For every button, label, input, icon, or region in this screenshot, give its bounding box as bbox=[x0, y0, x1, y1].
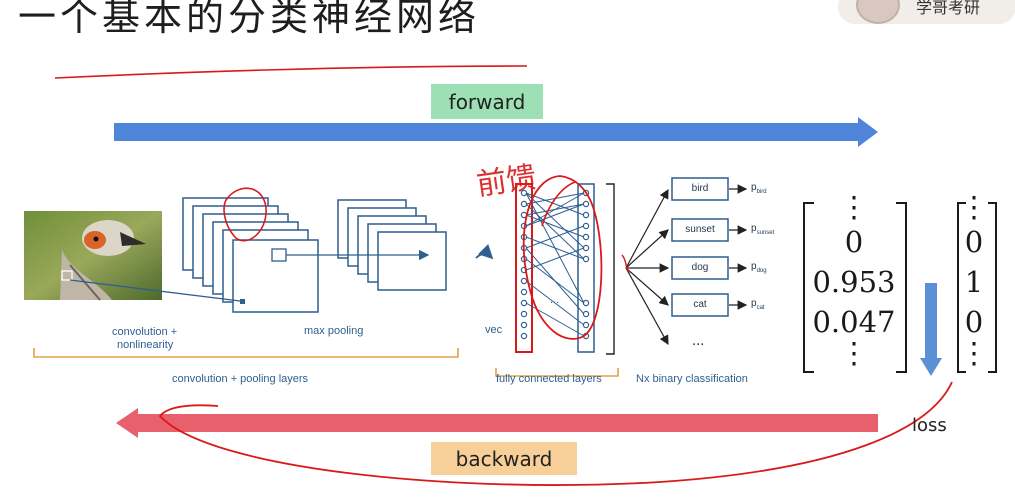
fc-bracket bbox=[495, 368, 619, 377]
conv-pool-bracket bbox=[33, 348, 459, 358]
pool-label: max pooling bbox=[304, 325, 364, 337]
fc-ellipsis: ... bbox=[550, 294, 560, 306]
fc-caption: fully connected layers bbox=[496, 373, 602, 385]
bird-image bbox=[24, 211, 162, 301]
image-to-conv-line bbox=[69, 279, 241, 302]
prob-arrows bbox=[729, 184, 748, 310]
title-underline-stroke bbox=[54, 65, 528, 79]
fc-connections bbox=[525, 192, 585, 337]
ink-backprop-curve bbox=[158, 381, 953, 486]
binary-caption: Nx binary classification bbox=[636, 373, 748, 385]
class-arrows bbox=[625, 188, 670, 346]
vec-arrow bbox=[475, 244, 494, 260]
ink-curve-left bbox=[541, 181, 576, 227]
class-label-bird: bird bbox=[691, 183, 709, 194]
target-vector-bracket-right bbox=[988, 202, 997, 373]
pool-feature-maps bbox=[337, 199, 447, 291]
class-boxes bbox=[671, 177, 729, 317]
vec-label: vec bbox=[485, 324, 503, 336]
target-vector-entry: ⋮ bbox=[959, 336, 989, 370]
output-vector-entry: ⋮ bbox=[839, 190, 869, 224]
forward-arrow bbox=[114, 117, 878, 147]
prob-dog: pdog bbox=[751, 261, 767, 274]
output-vector-entry: 0 bbox=[844, 225, 864, 259]
loss-down-arrow bbox=[920, 283, 942, 376]
backward-label: backward bbox=[431, 442, 577, 475]
fc-layer-2 bbox=[577, 183, 595, 353]
output-vector-entry: 0.047 bbox=[812, 305, 896, 339]
class-label-dog: dog bbox=[691, 262, 709, 273]
target-vector-entry: ⋮ bbox=[959, 190, 989, 224]
target-vector-entry: 1 bbox=[964, 265, 984, 299]
ink-squiggle bbox=[621, 254, 631, 273]
prob-sunset: psunset bbox=[751, 223, 775, 236]
backward-arrow bbox=[116, 408, 878, 438]
output-vector-entry: ⋮ bbox=[839, 336, 869, 370]
target-vector-bracket-left bbox=[957, 202, 966, 373]
output-vector-entry: 0.953 bbox=[812, 265, 896, 299]
fc-right-bracket bbox=[606, 183, 615, 355]
target-vector-entry: 0 bbox=[964, 305, 984, 339]
output-vector-bracket-right bbox=[896, 202, 907, 373]
target-vector-entry: 0 bbox=[964, 225, 984, 259]
ink-circle-conv bbox=[223, 187, 267, 242]
more-classes: ... bbox=[692, 334, 705, 349]
class-label-sunset: sunset bbox=[685, 224, 715, 235]
forward-label: forward bbox=[431, 84, 543, 119]
handwritten-note: 前馈 bbox=[474, 159, 539, 203]
page-title: 一个基本的分类神经网络 bbox=[18, 0, 481, 39]
loss-label: loss bbox=[912, 415, 947, 436]
conv-feature-maps bbox=[182, 197, 319, 313]
conv-pool-caption: convolution + pooling layers bbox=[172, 373, 309, 385]
conv-label-2: nonlinearity bbox=[117, 339, 174, 351]
class-label-cat: cat bbox=[693, 299, 707, 310]
target-vector: ⋮ 0 1 0 ⋮ bbox=[956, 190, 992, 370]
output-vector-bracket-left bbox=[803, 202, 814, 373]
prob-cat: pcat bbox=[751, 298, 765, 311]
conv-label-1: convolution + bbox=[112, 326, 178, 338]
fc-layer-1 bbox=[515, 183, 533, 353]
output-vector: ⋮ 0 0.953 0.047 ⋮ bbox=[812, 190, 896, 370]
prob-bird: pbird bbox=[751, 182, 767, 195]
ink-loop-fc bbox=[522, 175, 603, 340]
author-name: 学哥考研 bbox=[916, 0, 981, 17]
conv-pixel-marker bbox=[240, 299, 245, 304]
